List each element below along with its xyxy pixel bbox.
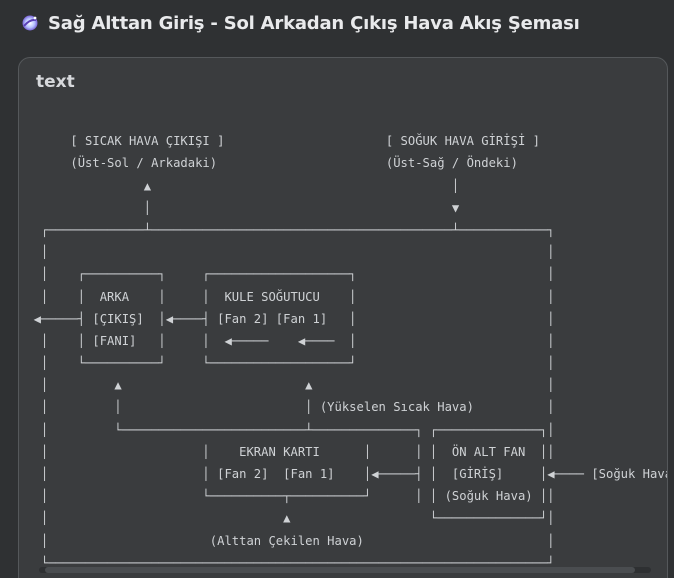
code-line: │ ▼ (19, 200, 460, 215)
code-block[interactable]: [ SICAK HAVA ÇIKIŞI ] [ SOĞUK HAVA GİRİŞ… (19, 108, 668, 574)
code-line: │ │ [Fan 2] [Fan 1] │◀─────┤ │ [GİRİŞ] │… (19, 467, 668, 481)
code-line: │ └──────────┘ └───────────────────┘ │ (19, 356, 555, 371)
horizontal-scrollbar[interactable] (39, 567, 651, 573)
code-line: (Üst-Sol / Arkadaki) (Üst-Sağ / Öndeki) (19, 156, 518, 171)
code-line: │ │ [FANI] │ │ ◀───── ◀──── │ │ (19, 333, 555, 348)
code-line: ◀─────┤ [ÇIKIŞ] │◀────┤ [Fan 2] [Fan 1] … (19, 311, 555, 326)
code-line: │ │ (19, 245, 555, 260)
code-line: │ │ EKRAN KARTI │ │ │ ÖN ALT FAN ││ (19, 444, 555, 459)
code-block-card: text [ SICAK HAVA ÇIKIŞI ] [ SOĞUK HAVA … (18, 57, 668, 578)
scrollbar-thumb[interactable] (45, 567, 635, 573)
code-line (19, 108, 667, 130)
code-line: │ └─────────────────────────┴───────────… (19, 422, 555, 437)
code-line: ▲ │ (19, 178, 460, 193)
code-language-label: text (36, 72, 75, 92)
code-line: │ │ │ (Yükselen Sıcak Hava) │ (19, 400, 555, 415)
code-line: │ ┌──────────┐ ┌───────────────────┐ │ (19, 267, 555, 282)
page-title: Sağ Alttan Giriş - Sol Arkadan Çıkış Hav… (48, 12, 580, 34)
code-line: └───────────────────────────────────────… (19, 555, 555, 570)
code-line: │ ▲ └──────────────┘│ (19, 511, 555, 526)
code-line: │ ▲ ▲ │ (19, 378, 555, 393)
page-header: Sağ Alttan Giriş - Sol Arkadan Çıkış Hav… (20, 10, 580, 36)
code-line: │ │ ARKA │ │ KULE SOĞUTUCU │ │ (19, 289, 555, 304)
code-line: │ └──────────┬──────────┘ │ │ (Soğuk Hav… (19, 489, 555, 504)
code-line: [ SICAK HAVA ÇIKIŞI ] [ SOĞUK HAVA GİRİŞ… (19, 134, 540, 149)
code-line: ┌─────────────┴─────────────────────────… (19, 222, 555, 237)
code-line: │ (Alttan Çekilen Hava) │ (19, 533, 555, 548)
sparkle-icon (20, 13, 40, 33)
